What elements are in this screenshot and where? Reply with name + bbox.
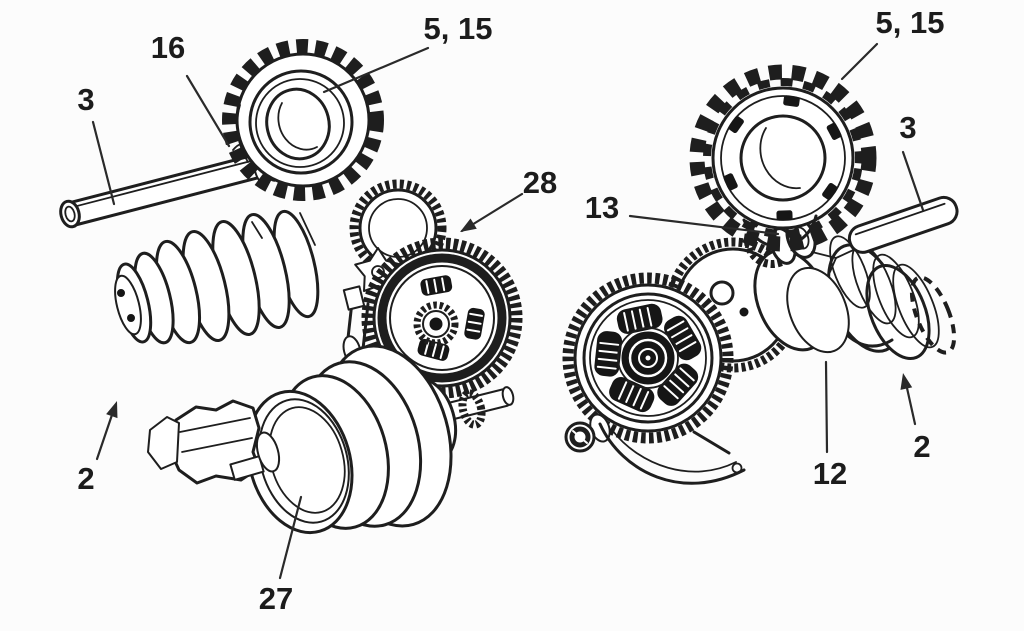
pivot-bolt xyxy=(564,413,611,453)
leader-3-right xyxy=(901,150,925,212)
ref-numeral-27: 27 xyxy=(259,581,293,616)
gear-5-15-left xyxy=(222,39,384,201)
ref-numeral-5-15-right: 5, 15 xyxy=(876,5,945,40)
bell-housing xyxy=(598,422,746,485)
cone-pack xyxy=(114,209,320,345)
leader-5-15-right xyxy=(840,42,879,81)
gear-5-15-right xyxy=(689,64,877,252)
leader-27 xyxy=(278,495,303,580)
ref-numeral-3-left: 3 xyxy=(77,82,94,117)
ref-numeral-2-right: 2 xyxy=(913,429,930,464)
reference-numerals: 3 16 5, 15 28 2 27 5, 15 3 13 12 2 xyxy=(77,5,944,616)
spring-washer-stack xyxy=(827,235,957,361)
gear-cluster-28 xyxy=(361,237,523,399)
ref-numeral-13: 13 xyxy=(585,190,619,225)
leader-16 xyxy=(185,74,231,148)
leader-13 xyxy=(628,214,780,236)
right-assembly xyxy=(562,64,959,485)
mid-bells xyxy=(753,248,850,354)
shaft-3-left xyxy=(66,152,268,227)
leader-5-15-left xyxy=(322,46,430,94)
stub-shaft xyxy=(440,386,515,429)
ref-numeral-28: 28 xyxy=(523,165,557,200)
leader-3-left xyxy=(91,120,116,206)
ref-numeral-12: 12 xyxy=(813,456,847,491)
damper-gear-12 xyxy=(562,272,734,444)
clutch-drum-27 xyxy=(147,344,458,535)
arrowhead-28 xyxy=(460,218,477,232)
arrowhead-2-right xyxy=(900,373,913,390)
leader-lines xyxy=(91,42,925,580)
ref-numeral-3-right: 3 xyxy=(899,110,916,145)
shaft-3-right xyxy=(847,195,959,254)
ref-numeral-5-15-left: 5, 15 xyxy=(424,11,493,46)
left-assembly xyxy=(59,39,523,535)
ref-numeral-16: 16 xyxy=(151,30,185,65)
arrowhead-2-left xyxy=(106,401,118,419)
leader-12 xyxy=(824,360,829,454)
ref-numeral-2-left: 2 xyxy=(77,461,94,496)
